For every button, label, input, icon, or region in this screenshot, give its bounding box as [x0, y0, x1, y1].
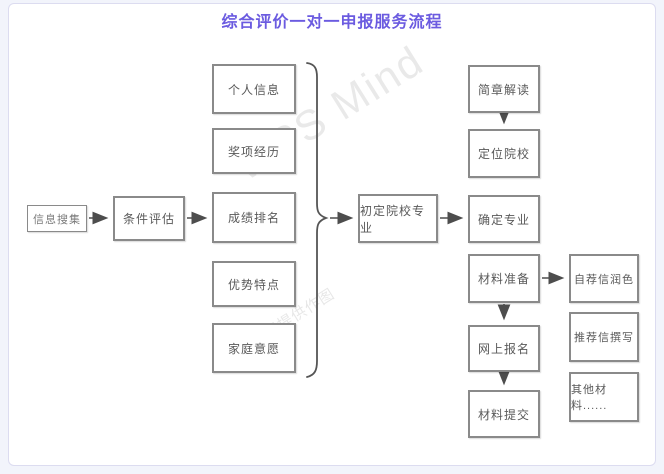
node-self-letter-polish[interactable]: 自荐信润色: [569, 254, 639, 303]
node-rec-letter-writing[interactable]: 推荐信撰写: [569, 312, 639, 362]
flowchart-canvas: [8, 3, 656, 466]
node-grade-ranking[interactable]: 成绩排名: [212, 192, 296, 243]
node-material-preparation[interactable]: 材料准备: [468, 254, 540, 303]
node-other-materials[interactable]: 其他材料......: [569, 372, 639, 422]
node-material-submission[interactable]: 材料提交: [468, 390, 540, 438]
node-school-positioning[interactable]: 定位院校: [468, 129, 540, 178]
node-confirm-major[interactable]: 确定专业: [468, 195, 540, 243]
node-info-collect[interactable]: 信息搜集: [27, 205, 87, 232]
page-title: 综合评价一对一申报服务流程: [221, 14, 443, 31]
node-personal-info[interactable]: 个人信息: [212, 64, 296, 114]
node-condition-eval[interactable]: 条件评估: [113, 196, 185, 241]
node-award-experience[interactable]: 奖项经历: [212, 128, 296, 174]
node-brochure-reading[interactable]: 简章解读: [468, 65, 540, 113]
node-advantages[interactable]: 优势特点: [212, 261, 296, 307]
node-family-wishes[interactable]: 家庭意愿: [212, 323, 296, 373]
node-online-registration[interactable]: 网上报名: [468, 325, 540, 372]
node-initial-school-major[interactable]: 初定院校专业: [358, 194, 438, 243]
